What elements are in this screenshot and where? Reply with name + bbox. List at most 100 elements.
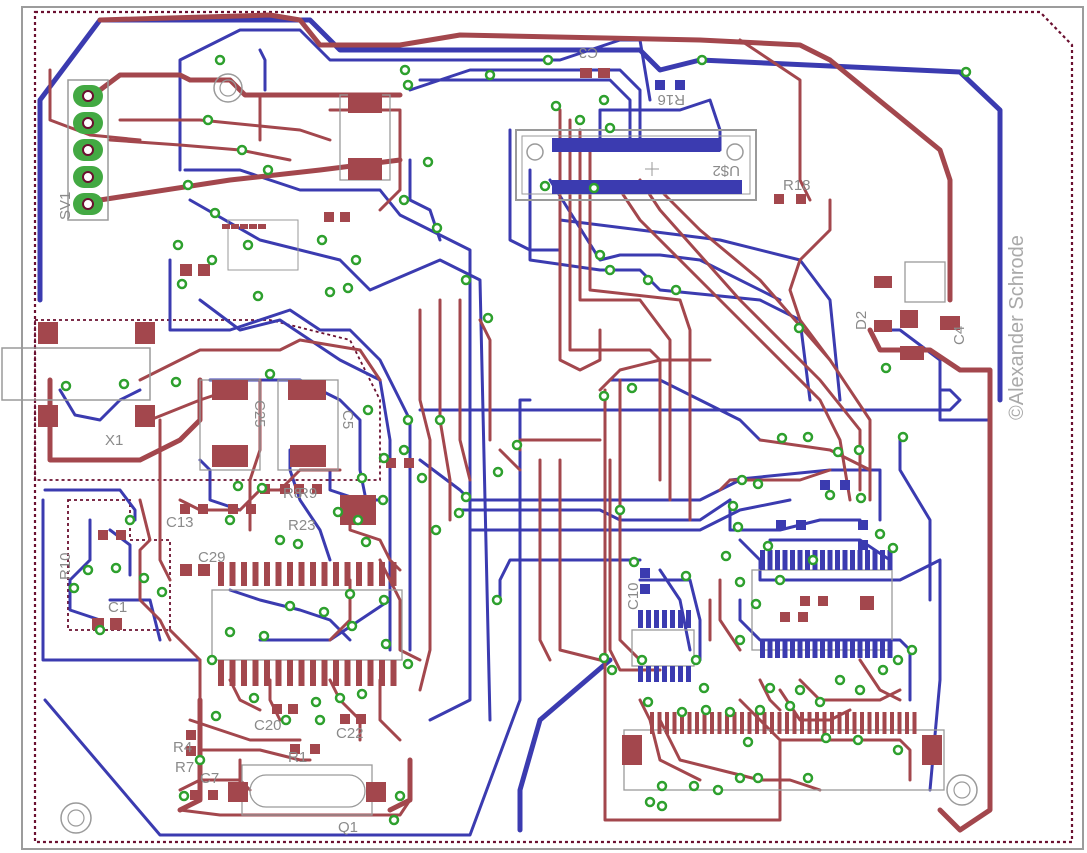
via — [696, 54, 708, 66]
mounting-hole-bottom-right — [946, 774, 978, 806]
via — [332, 506, 344, 518]
via — [402, 658, 414, 670]
via — [880, 362, 892, 374]
via — [118, 378, 130, 390]
via — [680, 570, 692, 582]
via — [698, 682, 710, 694]
via — [210, 710, 222, 722]
capacitor-c11 — [339, 93, 391, 181]
via — [877, 664, 889, 676]
via — [598, 94, 610, 106]
label-c1: C1 — [108, 599, 127, 616]
via — [676, 706, 688, 718]
label-r3: R1 — [288, 749, 307, 766]
via — [394, 790, 406, 802]
via — [539, 180, 551, 192]
via — [378, 594, 390, 606]
via — [264, 368, 276, 380]
via — [138, 572, 150, 584]
via — [820, 732, 832, 744]
via — [588, 182, 600, 194]
via — [897, 431, 909, 443]
via — [727, 500, 739, 512]
via — [232, 480, 244, 492]
via — [754, 704, 766, 716]
via — [206, 254, 218, 266]
via — [724, 706, 736, 718]
designer-credit: ©Alexander Schrode — [1006, 235, 1028, 420]
via — [960, 66, 972, 78]
via — [604, 122, 616, 134]
via — [720, 550, 732, 562]
via — [402, 79, 414, 91]
via — [834, 674, 846, 686]
label-c4: C4 — [951, 326, 968, 345]
via — [209, 207, 221, 219]
via — [574, 114, 586, 126]
via — [794, 684, 806, 696]
via — [453, 507, 465, 519]
via — [604, 264, 616, 276]
label-c7: C7 — [200, 770, 219, 787]
via — [642, 274, 654, 286]
label-r7: R7 — [175, 759, 194, 776]
label-r8: R8 — [283, 485, 302, 502]
via — [356, 688, 368, 700]
via — [752, 772, 764, 784]
via — [626, 382, 638, 394]
label-c22: C22 — [336, 725, 364, 742]
crystal-x1 — [1, 322, 155, 427]
via — [292, 538, 304, 550]
label-c13: C13 — [166, 514, 194, 531]
via — [614, 504, 626, 516]
via — [318, 606, 330, 618]
via — [750, 598, 762, 610]
via — [316, 234, 328, 246]
via — [734, 634, 746, 646]
via — [774, 574, 786, 586]
via — [814, 696, 826, 708]
via — [802, 772, 814, 784]
via — [742, 736, 754, 748]
microcontroller — [211, 562, 403, 686]
header-sv1 — [67, 79, 109, 221]
via — [784, 700, 796, 712]
label-sv1: SV1 — [57, 192, 74, 220]
label-r23: R23 — [288, 517, 316, 534]
label-c10: C10 — [625, 582, 642, 610]
via — [734, 576, 746, 588]
via — [492, 466, 504, 478]
via — [854, 684, 866, 696]
via — [764, 682, 776, 694]
components — [1, 68, 978, 834]
capacitor-c5 — [277, 379, 339, 471]
via — [242, 239, 254, 251]
via — [360, 536, 372, 548]
via — [752, 478, 764, 490]
via — [892, 654, 904, 666]
via — [350, 254, 362, 266]
ic-top-left — [222, 219, 299, 271]
via — [377, 494, 389, 506]
via — [94, 624, 106, 636]
edge-connector — [622, 712, 945, 791]
via — [874, 528, 886, 540]
label-r16: R16 — [657, 91, 685, 108]
label-r10: R10 — [57, 552, 74, 580]
via — [202, 114, 214, 126]
via — [284, 600, 296, 612]
via — [416, 472, 428, 484]
via — [656, 780, 668, 792]
crystal-q1 — [228, 764, 386, 816]
via — [887, 542, 899, 554]
via — [852, 734, 864, 746]
via — [855, 492, 867, 504]
board-outline — [21, 6, 1084, 850]
ic-driver — [631, 610, 695, 682]
ic-large — [751, 550, 893, 658]
via — [342, 282, 354, 294]
via — [224, 626, 236, 638]
label-u2: U$2 — [712, 162, 740, 179]
via — [712, 784, 724, 796]
via — [68, 582, 80, 594]
